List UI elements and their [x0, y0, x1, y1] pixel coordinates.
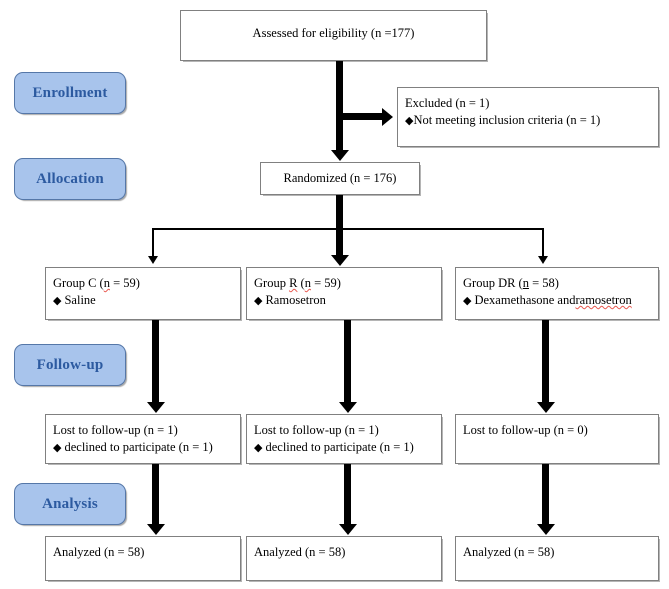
group-c-bullet-1: ◆ Saline: [53, 292, 233, 309]
diamond-bullet-icon: ◆: [53, 442, 62, 454]
excluded-bullet-1: ◆ Not meeting inclusion criteria (n = 1): [405, 112, 651, 129]
connector-group-c-to-lost-c: [152, 320, 159, 404]
diamond-bullet-icon: ◆: [254, 442, 263, 454]
connector-group-dr-to-lost-dr: [542, 320, 549, 404]
randomized-text: Randomized (n = 176): [283, 171, 397, 185]
connector-randomized-stem: [336, 195, 343, 257]
box-analyzed-dr: Analyzed (n = 58): [455, 536, 659, 581]
group-c-bullet-1-text: Saline: [64, 293, 96, 307]
lost-dr-title: Lost to follow-up (n = 0): [463, 423, 588, 437]
box-analyzed-c: Analyzed (n = 58): [45, 536, 241, 581]
group-r-title-n: n: [304, 276, 311, 290]
group-r-title: Group R (n = 59): [254, 275, 434, 292]
box-randomized: Randomized (n = 176): [260, 162, 420, 195]
group-dr-bullet-1: ◆ Dexamethasone and ramosetron: [463, 292, 651, 309]
box-group-c: Group C (n = 59) ◆ Saline: [45, 267, 241, 320]
group-c-title-n: n: [103, 276, 110, 290]
lost-c-bullet-1: ◆ declined to participate (n = 1): [53, 439, 233, 456]
group-r-title-suffix: = 59): [310, 276, 341, 290]
arrowhead-group-r-to-lost-r: [338, 402, 357, 413]
group-dr-title-n: n: [522, 276, 529, 290]
connector-group-r-to-lost-r: [344, 320, 351, 404]
connector-lost-dr-to-analyzed-dr: [542, 464, 549, 526]
group-dr-bullet-1-drug: ramosetron: [575, 293, 632, 307]
lost-c-bullet-1-text: declined to participate (n = 1): [64, 440, 213, 454]
connector-lost-r-to-analyzed-r: [344, 464, 351, 526]
analyzed-c-text: Analyzed (n = 58): [53, 545, 145, 559]
branch-right-stem: [542, 228, 544, 259]
group-r-title-letter: R: [289, 276, 298, 290]
group-dr-title: Group DR (n = 58): [463, 275, 651, 292]
stage-label-enrollment-text: Enrollment: [32, 84, 108, 101]
arrowhead-group-dr-to-lost-dr: [536, 402, 555, 413]
branch-rail-horizontal: [152, 228, 544, 230]
stage-label-followup: Follow-up: [14, 344, 126, 386]
box-group-dr: Group DR (n = 58) ◆ Dexamethasone and ra…: [455, 267, 659, 320]
group-c-title: Group C (n = 59): [53, 275, 233, 292]
diamond-bullet-icon: ◆: [254, 295, 263, 307]
arrowhead-lost-dr-to-analyzed-dr: [536, 524, 555, 535]
excluded-bullet-1-text: Not meeting inclusion criteria (n = 1): [413, 113, 601, 127]
group-dr-title-prefix: Group DR (: [463, 276, 523, 290]
connector-assessed-to-randomized: [336, 61, 343, 152]
branch-left-stem: [152, 228, 154, 259]
arrowhead-randomized-to-group-dr: [538, 256, 548, 264]
analyzed-r-text: Analyzed (n = 58): [254, 545, 346, 559]
box-lost-to-followup-c: Lost to follow-up (n = 1) ◆ declined to …: [45, 414, 241, 464]
stage-label-enrollment: Enrollment: [14, 72, 126, 114]
group-r-title-prefix: Group: [254, 276, 290, 290]
box-lost-to-followup-dr: Lost to follow-up (n = 0): [455, 414, 659, 464]
box-analyzed-r: Analyzed (n = 58): [246, 536, 442, 581]
arrowhead-randomized-to-group-r: [330, 255, 349, 266]
excluded-title: Excluded (n = 1): [405, 96, 490, 110]
stage-label-analysis: Analysis: [14, 483, 126, 525]
lost-c-title: Lost to follow-up (n = 1): [53, 423, 178, 437]
diamond-bullet-icon: ◆: [53, 295, 62, 307]
arrowhead-trunk-to-excluded: [382, 107, 393, 126]
box-group-r: Group R (n = 59) ◆ Ramosetron: [246, 267, 442, 320]
box-assessed-for-eligibility: Assessed for eligibility (n =177): [180, 10, 487, 61]
group-r-bullet-1: ◆ Ramosetron: [254, 292, 434, 309]
group-r-bullet-1-text: Ramosetron: [265, 293, 326, 307]
lost-r-title: Lost to follow-up (n = 1): [254, 423, 379, 437]
stage-label-followup-text: Follow-up: [36, 356, 104, 373]
group-c-title-suffix: = 59): [109, 276, 140, 290]
arrowhead-lost-c-to-analyzed-c: [146, 524, 165, 535]
connector-lost-c-to-analyzed-c: [152, 464, 159, 526]
arrowhead-lost-r-to-analyzed-r: [338, 524, 357, 535]
lost-r-bullet-1: ◆ declined to participate (n = 1): [254, 439, 434, 456]
arrowhead-randomized-to-group-c: [148, 256, 158, 264]
arrowhead-assessed-to-randomized: [330, 150, 349, 161]
analyzed-dr-text: Analyzed (n = 58): [463, 545, 555, 559]
stage-label-allocation-text: Allocation: [36, 170, 104, 187]
lost-r-bullet-1-text: declined to participate (n = 1): [265, 440, 414, 454]
connector-trunk-to-excluded: [336, 113, 384, 120]
group-dr-title-suffix: = 58): [528, 276, 559, 290]
stage-label-allocation: Allocation: [14, 158, 126, 200]
box-excluded: Excluded (n = 1) ◆ Not meeting inclusion…: [397, 87, 659, 147]
diamond-bullet-icon: ◆: [463, 295, 472, 307]
group-dr-bullet-1-text: Dexamethasone and: [474, 293, 576, 307]
assessed-text: Assessed for eligibility (n =177): [252, 26, 415, 40]
arrowhead-group-c-to-lost-c: [146, 402, 165, 413]
stage-label-analysis-text: Analysis: [42, 495, 98, 512]
diamond-bullet-icon: ◆: [405, 115, 414, 127]
box-lost-to-followup-r: Lost to follow-up (n = 1) ◆ declined to …: [246, 414, 442, 464]
group-r-title-mid: (: [297, 276, 305, 290]
group-c-title-prefix: Group C (: [53, 276, 104, 290]
